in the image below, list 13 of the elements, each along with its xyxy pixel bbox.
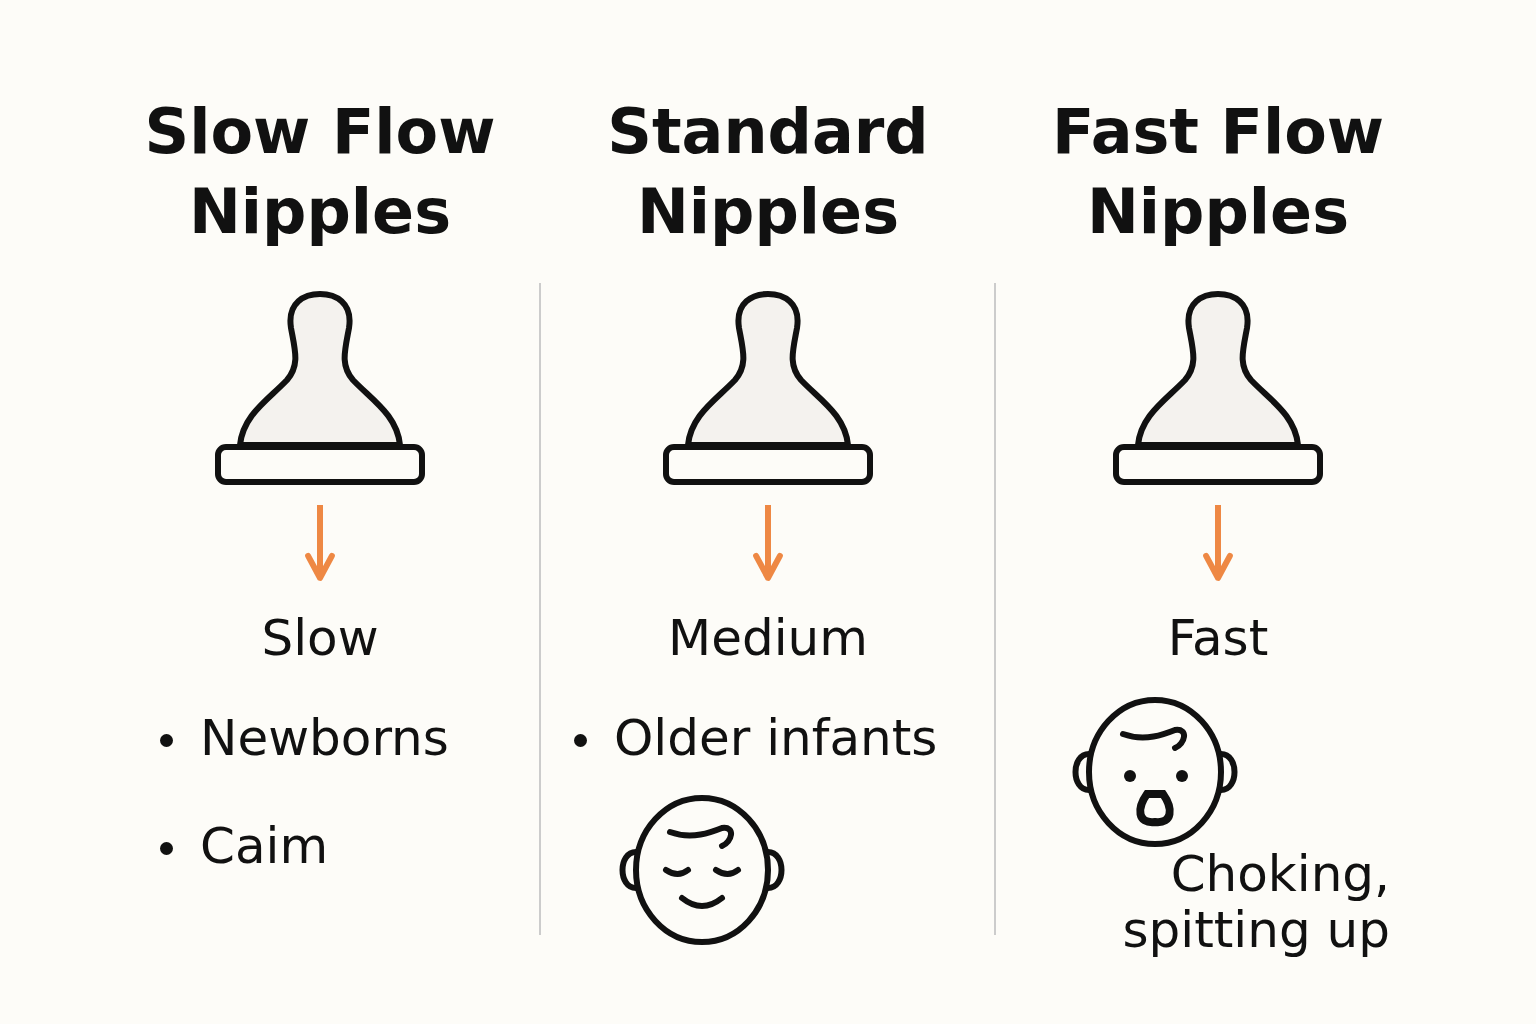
flow-speed-label: Slow: [190, 578, 450, 668]
bullet-item: Older infants: [572, 708, 938, 768]
note-text: Choking, spitting up: [1121, 846, 1390, 958]
arrow: [1203, 505, 1233, 581]
column-heading: Fast Flow Nipples: [1050, 94, 1386, 250]
bullet-item: Caim: [158, 816, 329, 876]
column-heading: Standard Nipples: [606, 94, 930, 250]
flow-speed-label: Fast: [1088, 578, 1348, 668]
column-heading: Slow Flow Nipples: [143, 94, 497, 250]
arrow: [305, 505, 335, 581]
flow-speed-label: Medium: [638, 578, 898, 668]
arrow: [753, 505, 783, 581]
bullet-item: Newborns: [158, 708, 449, 768]
